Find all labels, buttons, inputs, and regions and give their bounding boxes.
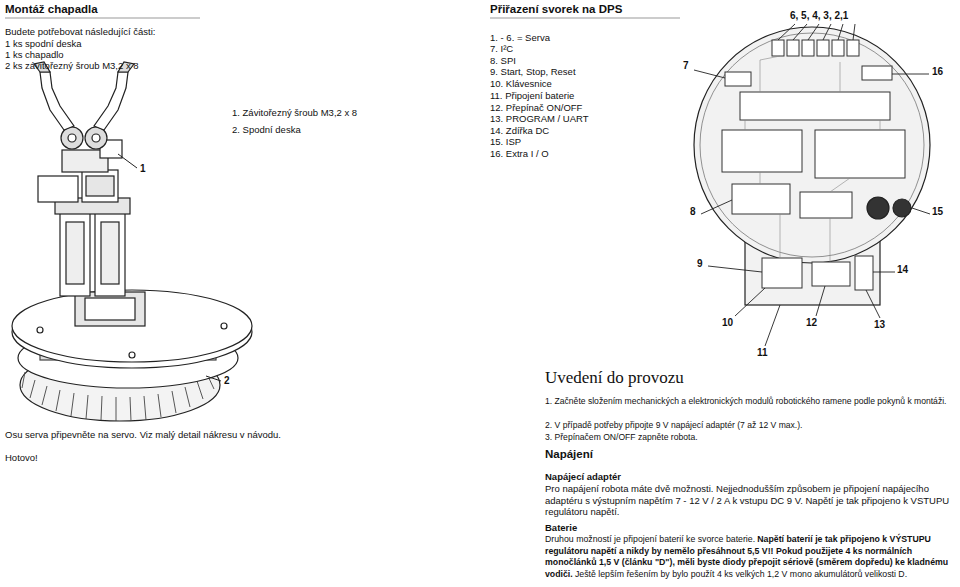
- terminal-item: 9. Start, Stop, Reset: [490, 66, 576, 78]
- callout-number: 7: [683, 60, 689, 72]
- section-heading: Montáž chapadla: [5, 4, 98, 16]
- paragraph-heading: Napájecí adaptér: [545, 471, 621, 483]
- part-legend: 1. Závitořezný šroub M3,2 x 8: [232, 107, 357, 119]
- subsection-heading: Napájení: [545, 449, 593, 461]
- parts-intro: Budete potřebovat následující části:: [5, 26, 156, 38]
- paragraph-part: Ještě lepším řešením by bylo použít 4 ks…: [575, 569, 907, 579]
- callout-number: 16: [932, 66, 943, 78]
- callout-number: 13: [874, 319, 885, 331]
- paragraph: Pro napájení robota máte dvě možnosti. N…: [545, 483, 950, 518]
- leader-lines: [694, 24, 930, 346]
- callout-number: 9: [697, 258, 703, 270]
- terminal-item: 10. Klávesnice: [490, 78, 552, 90]
- callout-number: 8: [690, 206, 696, 218]
- leader-line: [206, 376, 221, 381]
- robot-arm-drawing: [12, 62, 252, 421]
- pcb-drawing: [694, 27, 930, 305]
- part-legend: 2. Spodní deska: [232, 124, 301, 136]
- callout-number: 12: [806, 317, 817, 329]
- callout-number: 1: [140, 163, 146, 175]
- paragraph: Druhou možností je připojení baterií ke …: [545, 534, 950, 580]
- step-item: 1. Začněte složením mechanických a elekt…: [545, 396, 957, 408]
- callout-number: 6, 5, 4, 3, 2,1: [790, 10, 848, 22]
- terminal-item: 11. Připojení baterie: [490, 90, 574, 102]
- terminal-item: 7. I²C: [490, 43, 513, 55]
- callout-number: 14: [897, 264, 908, 276]
- callout-number: 15: [932, 206, 943, 218]
- terminal-item: 8. SPI: [490, 55, 516, 67]
- leader-line: [118, 154, 137, 168]
- instruction-note: Osu serva připevněte na servo. Viz malý …: [5, 429, 281, 441]
- parts-item: 1 ks spodní deska: [5, 38, 82, 50]
- callout-number: 10: [722, 317, 733, 329]
- parts-item: 2 ks závitořezný šroub M3,2 x 8: [5, 60, 139, 72]
- terminal-item: 15. ISP: [490, 136, 521, 148]
- done-note: Hotovo!: [5, 452, 38, 464]
- terminal-item: 16. Extra I / O: [490, 148, 549, 160]
- terminal-item: 13. PROGRAM / UART: [490, 113, 589, 125]
- step-item: 2. V případě potřeby připojte 9 V napáje…: [545, 420, 957, 432]
- callout-number: 11: [757, 347, 768, 359]
- section-heading: Přiřazení svorek na DPS: [490, 4, 622, 16]
- terminal-item: 1. - 6. = Serva: [490, 32, 550, 44]
- section-heading: Uvedení do provozu: [545, 368, 684, 388]
- paragraph-part: Druhou možností je připojení baterií ke …: [545, 534, 755, 544]
- heading-rule: [5, 18, 200, 19]
- terminal-item: 12. Přepínač ON/OFF: [490, 102, 582, 114]
- step-item: 3. Přepínačem ON/OFF zapněte robota.: [545, 432, 957, 444]
- paragraph-heading: Baterie: [545, 522, 577, 534]
- terminal-item: 14. Zdířka DC: [490, 125, 549, 137]
- heading-rule: [490, 18, 680, 19]
- parts-item: 1 ks chapadlo: [5, 49, 64, 61]
- callout-number: 2: [224, 375, 230, 387]
